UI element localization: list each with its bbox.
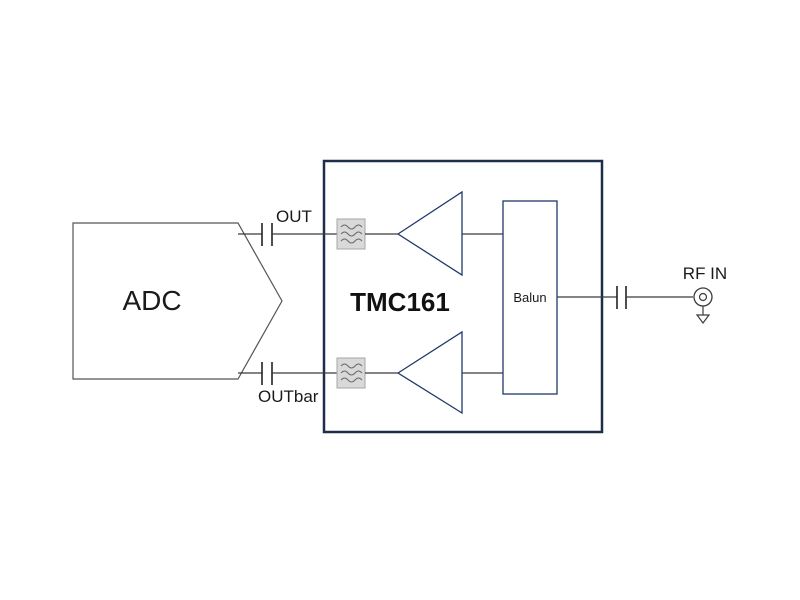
amplifier-top-icon — [396, 190, 463, 277]
adc-label: ADC — [122, 285, 181, 316]
balun-label: Balun — [513, 290, 546, 305]
outbar-label: OUTbar — [258, 387, 319, 406]
filter-top-icon — [336, 218, 366, 250]
amplifier-bottom-icon — [396, 330, 463, 415]
rf-in-label: RF IN — [683, 264, 727, 283]
rf-connector-icon — [693, 287, 713, 307]
ground-icon — [695, 306, 711, 324]
chip-label: TMC161 — [350, 287, 450, 317]
filter-bottom-icon — [336, 357, 366, 389]
adc-block — [72, 222, 283, 380]
out-label: OUT — [276, 207, 312, 226]
balun-block — [502, 200, 558, 395]
